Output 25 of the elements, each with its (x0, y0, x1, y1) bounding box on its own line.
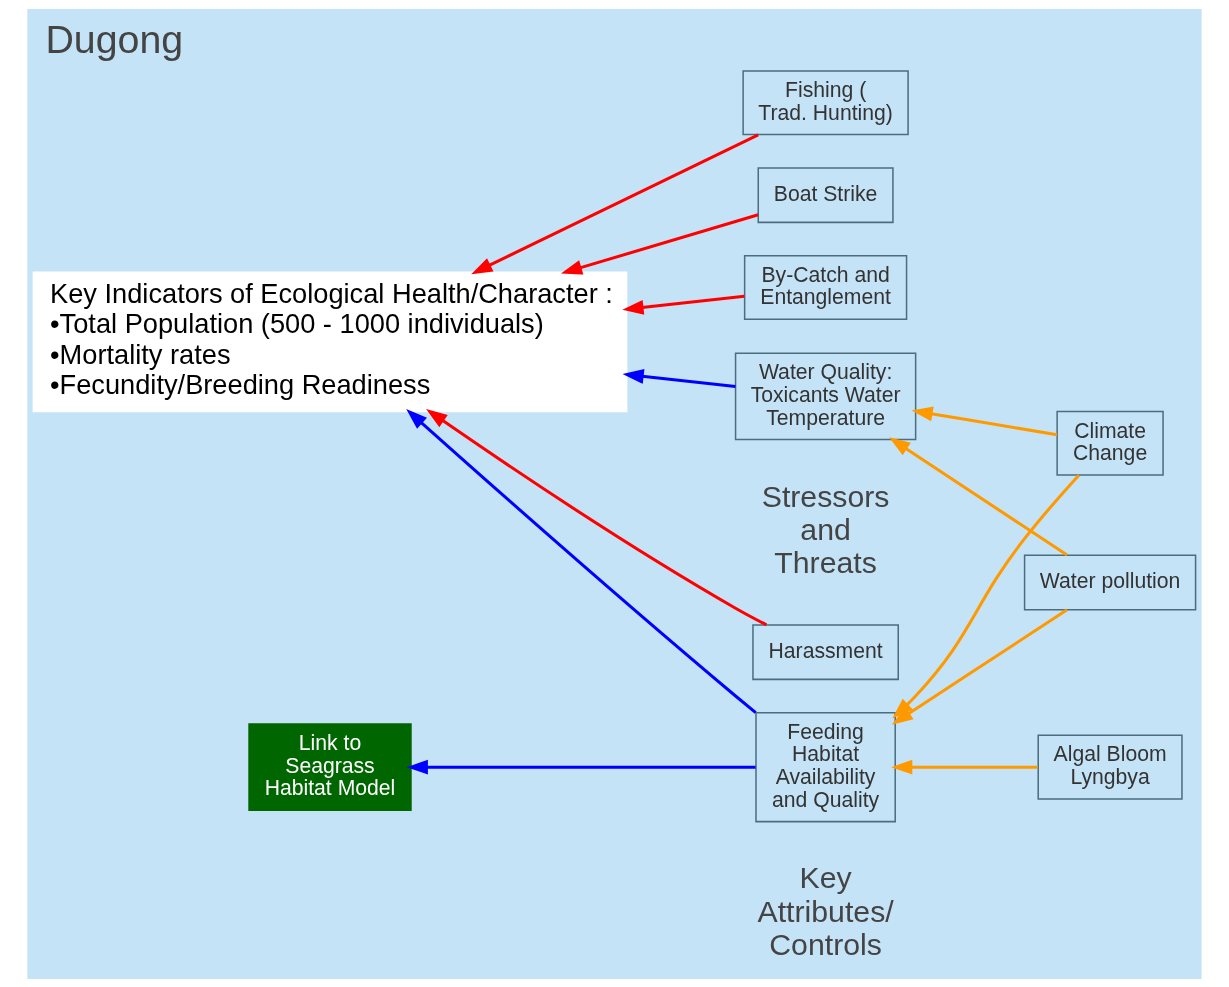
node-box: Key Indicators of Ecological Health/Character : •Total Population (500 - 1000 individuals) •Mortality rates •Fecundity/Breeding Readiness (32, 271, 628, 412)
arrow (892, 473, 1080, 719)
arrow (622, 294, 745, 315)
node-box: Water Quality: Toxicants Water Temperature (734, 352, 917, 440)
diagram-title: Dugong (45, 16, 184, 61)
arrow (560, 212, 759, 275)
arrow (406, 759, 756, 775)
arrow (891, 759, 1038, 775)
node-box: Feeding Habitat Availability and Quality (755, 711, 896, 822)
label: Key Attributes/ Controls (757, 860, 894, 961)
node-box: Harassment (752, 623, 899, 680)
arrow (471, 132, 759, 274)
arrow (911, 406, 1058, 436)
arrow (426, 408, 768, 626)
arrow (889, 436, 1068, 556)
node-box: Fishing ( Trad. Hunting) (742, 69, 909, 135)
node-box: Boat Strike (757, 166, 894, 223)
node-box: Climate Change (1056, 410, 1164, 476)
node-box: Algal Bloom Lyngbya (1037, 734, 1183, 800)
arrow (622, 368, 736, 388)
label: Stressors and Threats (761, 479, 890, 579)
node-box: Link to Seagrass Habitat Model (248, 722, 412, 811)
arrow (406, 408, 757, 714)
node-box: By-Catch and Entanglement (743, 254, 908, 320)
node-box: Water pollution (1023, 554, 1197, 610)
